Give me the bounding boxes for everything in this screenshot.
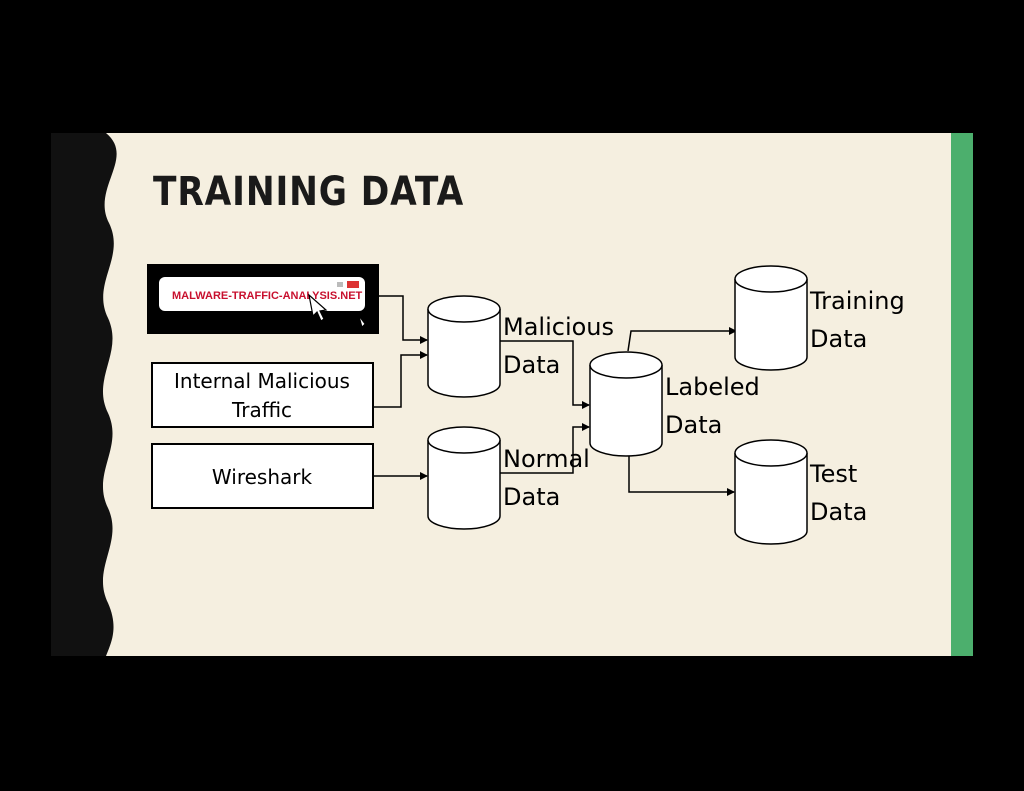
- normal-label-line1: Normal: [503, 445, 590, 473]
- labeled-label-line1: Labeled: [665, 373, 760, 401]
- labeled-label-line2: Data: [665, 411, 722, 439]
- connectors: [373, 295, 737, 496]
- malicious-data-cylinder: [427, 295, 501, 398]
- internal-label-line2: Traffic: [231, 398, 292, 422]
- labeled-data-cylinder: [589, 351, 663, 457]
- malicious-label-line1: Malicious: [503, 313, 614, 341]
- internal-malicious-traffic-box: Internal Malicious Traffic: [151, 362, 374, 428]
- wavy-left-band: [51, 133, 117, 656]
- hand-cursor-icon: [308, 293, 328, 322]
- training-label-line1: Training: [809, 287, 905, 315]
- internal-label-line1: Internal Malicious: [174, 369, 350, 393]
- normal-data-cylinder: [427, 426, 501, 530]
- data-flow-diagram: MALWARE-TRAFFIC-ANALYSIS.NET Internal Ma…: [147, 264, 905, 545]
- logo-text: MALWARE-TRAFFIC-ANALYSIS.NET: [172, 290, 363, 302]
- training-label-line2: Data: [810, 325, 867, 353]
- test-label-line2: Data: [810, 498, 867, 526]
- training-data-cylinder: [734, 265, 808, 371]
- malware-traffic-analysis-logo: MALWARE-TRAFFIC-ANALYSIS.NET: [147, 264, 379, 334]
- normal-label-line2: Data: [503, 483, 560, 511]
- test-label-line1: Test: [809, 460, 857, 488]
- malicious-label-line2: Data: [503, 351, 560, 379]
- wireshark-box: Wireshark: [151, 443, 374, 509]
- pointer-icon: [358, 315, 366, 328]
- slide: TRAINING DATA MALWARE-TRAFFIC-ANALYSIS.N…: [51, 133, 973, 656]
- test-data-cylinder: [734, 439, 808, 545]
- accent-bar: [951, 133, 973, 656]
- wireshark-label: Wireshark: [212, 465, 313, 489]
- slide-title: TRAINING DATA: [153, 169, 465, 215]
